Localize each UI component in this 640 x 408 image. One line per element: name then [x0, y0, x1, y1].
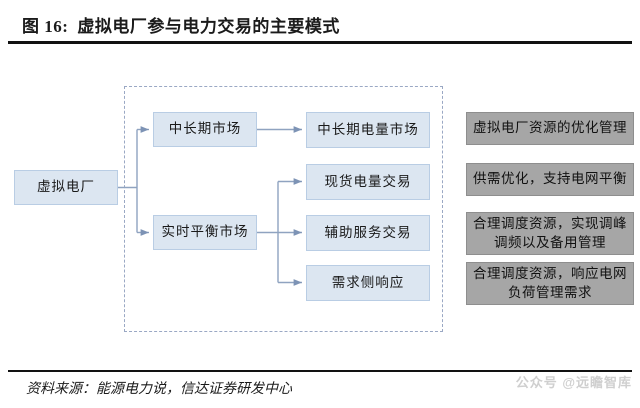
note-grid-load-management: 合理调度资源，响应电网 负荷管理需求 [466, 262, 634, 305]
title-divider [8, 41, 632, 44]
note-line-1: 合理调度资源，实现调峰 [473, 216, 627, 232]
watermark: 公众号 @远瞻智库 [515, 375, 632, 390]
source-note: 资料来源：能源电力说，信达证券研发中心 [26, 382, 292, 397]
note-line-2: 调频以及备用管理 [494, 234, 606, 250]
note-peak-frequency-reserve: 合理调度资源，实现调峰 调频以及备用管理 [466, 212, 634, 255]
diagram-canvas: 虚拟电厂 中长期市场 实时平衡市场 中长期电量市场 现货电量交易 辅助服务交易 … [0, 48, 640, 366]
figure-title-text: 虚拟电厂参与电力交易的主要模式 [77, 17, 340, 36]
node-ancillary-service-trading[interactable]: 辅助服务交易 [306, 215, 430, 251]
node-mid-long-term-energy-market[interactable]: 中长期电量市场 [306, 112, 430, 148]
figure-index: 图 16: [22, 17, 69, 36]
footer-divider [8, 370, 632, 372]
connector-layer [118, 126, 302, 286]
node-spot-energy-trading[interactable]: 现货电量交易 [306, 164, 430, 200]
page-title: 图 16: 虚拟电厂参与电力交易的主要模式 [22, 12, 340, 37]
note-resource-optimization: 虚拟电厂资源的优化管理 [466, 112, 634, 145]
node-virtual-power-plant[interactable]: 虚拟电厂 [14, 170, 118, 205]
note-supply-demand-balance: 供需优化，支持电网平衡 [466, 163, 634, 196]
note-line-1: 虚拟电厂资源的优化管理 [473, 120, 627, 136]
node-demand-side-response[interactable]: 需求侧响应 [306, 265, 430, 301]
note-line-1: 供需优化，支持电网平衡 [473, 171, 627, 187]
note-line-1: 合理调度资源，响应电网 [473, 266, 627, 282]
node-mid-long-term-market[interactable]: 中长期市场 [153, 112, 257, 147]
node-real-time-balancing-market[interactable]: 实时平衡市场 [153, 215, 257, 250]
note-line-2: 负荷管理需求 [508, 284, 592, 300]
dashed-grouping-region [124, 86, 443, 332]
